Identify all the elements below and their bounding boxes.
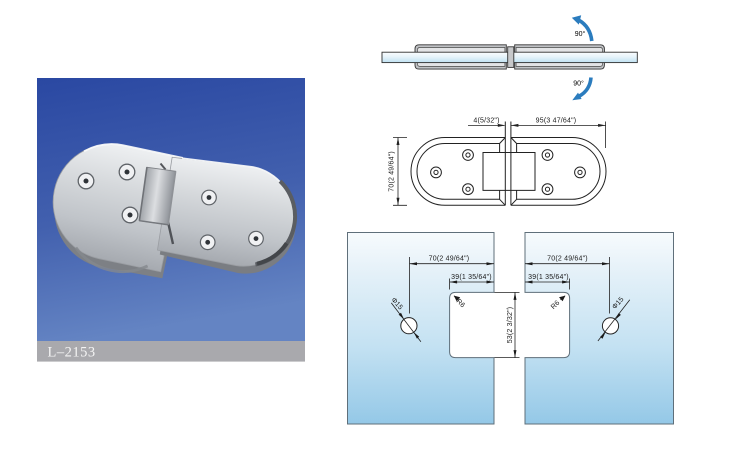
- svg-text:90°: 90°: [573, 80, 584, 88]
- svg-text:39(1 35/64"): 39(1 35/64"): [451, 274, 492, 281]
- svg-text:39(1 35/64"): 39(1 35/64"): [528, 274, 569, 281]
- svg-text:70(2 49/64"): 70(2 49/64"): [429, 256, 470, 263]
- svg-text:70(2 49/64"): 70(2 49/64"): [547, 256, 588, 263]
- svg-text:L–2153: L–2153: [48, 345, 96, 361]
- svg-text:R6: R6: [455, 298, 466, 309]
- svg-text:95(3 47/64"): 95(3 47/64"): [536, 117, 577, 124]
- svg-text:90°: 90°: [575, 30, 586, 38]
- svg-text:53(2 3/32"): 53(2 3/32"): [507, 307, 514, 344]
- svg-text:70(2 49/64"): 70(2 49/64"): [389, 151, 396, 192]
- svg-text:R6: R6: [550, 300, 561, 311]
- svg-text:4(5/32"): 4(5/32"): [473, 117, 499, 124]
